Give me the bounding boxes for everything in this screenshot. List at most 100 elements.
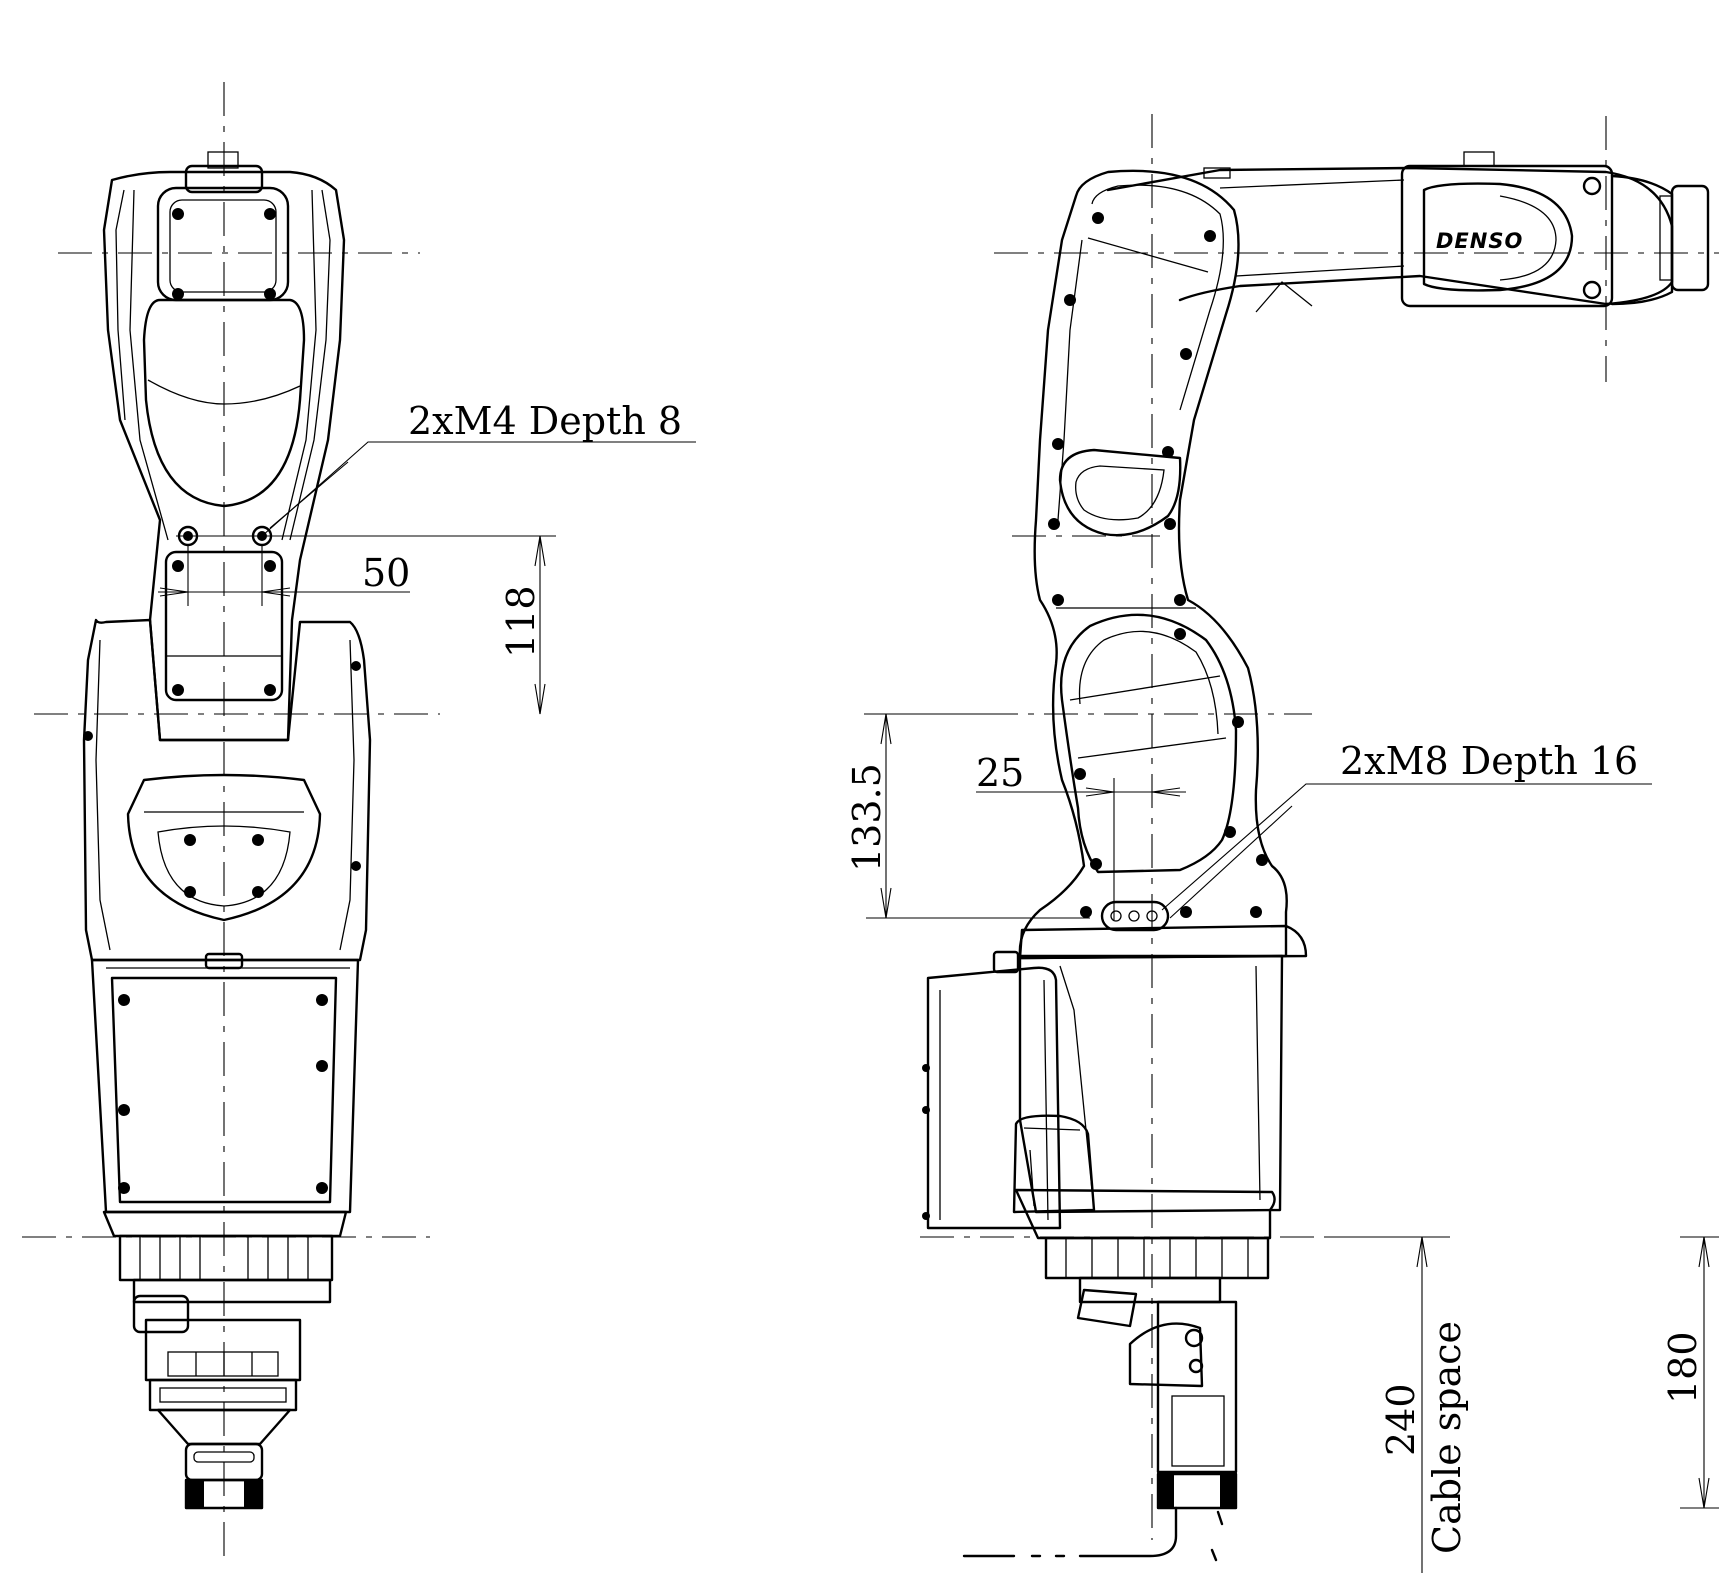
front-connector-left	[132, 1294, 190, 1334]
side-base-lower-ribs	[1065, 1238, 1249, 1278]
front-connector-slot-lines	[195, 1352, 253, 1376]
side-bottom-connector	[1078, 1276, 1222, 1304]
m8-callout-text: 2xM8 Depth 16	[1340, 739, 1638, 783]
dim-118-arrow-bottom	[534, 683, 546, 715]
side-base-skirt	[1014, 1188, 1276, 1240]
m8-leader-line-2	[1169, 805, 1293, 919]
front-connector-body	[144, 1318, 302, 1382]
dim-240-text: 240	[1379, 1383, 1423, 1456]
side-upper-arm-inner-left	[1091, 184, 1224, 411]
dim-180-arrow-bottom	[1698, 1477, 1710, 1509]
front-base-rib-lines	[139, 1236, 309, 1280]
front-base-body	[90, 958, 360, 1214]
side-m8-plate	[1100, 900, 1170, 932]
m4-leader-line-2	[269, 461, 349, 529]
side-forearm-inner-bottom	[1235, 265, 1405, 277]
front-upper-arm-inner	[115, 189, 331, 541]
side-view: DENSO	[845, 114, 1719, 1573]
front-cable-end-right-fill	[244, 1480, 262, 1508]
side-wrist-cover-inner	[1499, 195, 1557, 281]
side-controller-nub	[992, 950, 1020, 974]
dim-25-arrow-right	[1151, 787, 1181, 797]
side-cable-route	[1078, 1506, 1178, 1558]
side-wrist-flange	[1610, 174, 1674, 306]
front-shoulder-inner-right	[339, 639, 355, 951]
dim-133-text: 133.5	[845, 763, 889, 872]
m4-callout-text: 2xM4 Depth 8	[408, 399, 682, 443]
front-top-connector	[184, 164, 264, 194]
dim-133-arrow-bottom	[880, 887, 892, 919]
side-elbow-loop	[1058, 448, 1182, 537]
front-base-connector-block	[132, 1278, 332, 1304]
m8-leader-line	[1161, 783, 1652, 911]
dim-240-arrow-top	[1416, 1236, 1428, 1268]
front-shoulder-lower-bowl	[126, 773, 322, 922]
side-forearm-inner-top	[1219, 179, 1405, 189]
front-top-motor-box-inner	[169, 199, 277, 293]
dim-118-text: 118	[499, 585, 543, 658]
side-wrist-housing	[1400, 164, 1614, 308]
front-bolts	[83, 208, 361, 1194]
dim-50-arrow-right	[261, 587, 291, 597]
side-controller-box-inner	[939, 979, 1049, 1221]
side-cable-bracket	[1128, 1322, 1204, 1388]
side-cable-column	[1156, 1300, 1238, 1474]
front-shoulder-inner-left	[95, 639, 111, 951]
front-arm-side-line-right	[281, 189, 317, 541]
dim-133-arrow-top	[880, 713, 892, 745]
side-cable-column-ribs	[1171, 1395, 1225, 1467]
dim-25-text: 25	[976, 751, 1024, 795]
side-top-nub-2	[1203, 167, 1231, 179]
side-bracket-hole-2	[1188, 1358, 1204, 1374]
side-bottom-connector-tilt	[1076, 1288, 1138, 1328]
side-bolts	[922, 212, 1268, 1220]
side-base-body	[1018, 954, 1284, 1214]
front-cable-connector-frame	[148, 1378, 298, 1412]
dim-180-text: 180	[1661, 1331, 1705, 1404]
side-lower-arm-loop	[1060, 613, 1238, 874]
front-cable-collar-band	[193, 1451, 255, 1463]
front-upper-arm-outline	[102, 170, 346, 742]
side-base-lower	[1044, 1236, 1270, 1280]
front-shoulder-housing	[82, 618, 372, 962]
front-base-skirt	[102, 1210, 348, 1238]
denso-logo: DENSO	[1436, 229, 1523, 253]
front-upper-arm-cover-edge	[147, 379, 301, 405]
side-lower-arm-diag-1	[1069, 675, 1221, 701]
front-shoulder-lower-bowl-inner	[157, 825, 291, 907]
front-top-motor-box	[156, 186, 290, 302]
side-forearm-diag	[1255, 281, 1313, 313]
side-m8-hole-2	[1128, 910, 1140, 922]
side-cable-end-fill-right	[1220, 1474, 1236, 1508]
side-controller-box	[926, 966, 1062, 1230]
dim-25-arrow-left	[1085, 787, 1115, 797]
side-cable-gland	[1012, 1114, 1096, 1214]
side-lower-arm-diag-2	[1077, 737, 1227, 759]
side-upper-arm-diag	[1087, 237, 1209, 273]
side-m8-hole-3	[1146, 910, 1158, 922]
side-cable-end-fill-left	[1158, 1474, 1174, 1508]
side-lower-arm-loop-inner	[1078, 630, 1219, 735]
side-cable-stub	[1210, 1510, 1224, 1562]
side-bracket-hole-1	[1184, 1328, 1204, 1348]
side-upper-arm-outline	[1018, 169, 1288, 958]
dim-50-text: 50	[362, 551, 410, 595]
front-connector-slots	[167, 1351, 279, 1377]
front-top-knob	[207, 151, 239, 169]
front-view: 2xM4 Depth 8 50 118	[22, 82, 696, 1560]
dim-118-arrow-top	[534, 535, 546, 567]
side-top-nub-1	[1463, 151, 1495, 167]
side-tool-flange	[1670, 184, 1710, 292]
side-shoulder-flange	[1018, 924, 1308, 960]
dim-180-arrow-top	[1698, 1236, 1710, 1268]
m4-leader-line	[261, 441, 696, 537]
side-tool-flange-inner	[1659, 195, 1673, 281]
cable-space-text: Cable space	[1425, 1321, 1469, 1554]
side-elbow-loop-inner	[1075, 465, 1165, 521]
front-cable-connector-inner	[159, 1387, 287, 1403]
front-cable-end-left-fill	[186, 1480, 204, 1508]
front-wrist-plate	[164, 550, 284, 702]
side-upper-arm-inner-right	[1057, 239, 1083, 521]
side-wrist-cover	[1422, 182, 1574, 292]
